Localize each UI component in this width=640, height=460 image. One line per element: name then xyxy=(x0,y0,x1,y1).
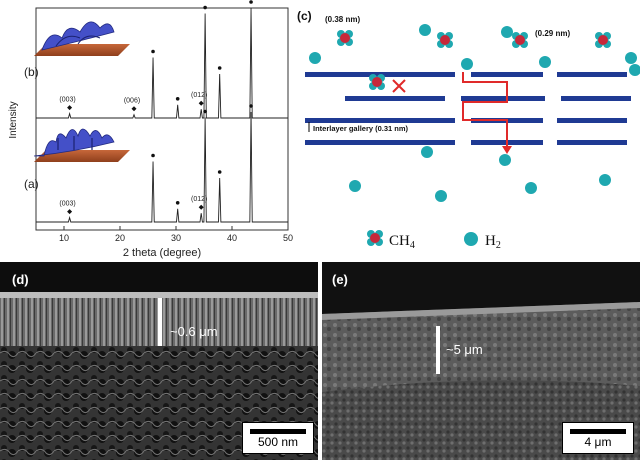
ldh-layer xyxy=(305,140,455,145)
peak-label: (003) xyxy=(59,201,75,208)
legend-ch4-label: CH4 xyxy=(389,233,415,251)
plot-frame xyxy=(35,7,289,231)
scale-bar-e: 4 μm xyxy=(562,422,634,454)
x-tick-label: 10 xyxy=(59,233,69,243)
substrate-peak-marker xyxy=(249,104,253,108)
thickness-label-d: ~0.6 μm xyxy=(170,324,218,339)
substrate-peak-marker xyxy=(151,49,155,54)
x-tick-label: 50 xyxy=(283,233,293,243)
thickness-label-e: ~5 μm xyxy=(446,342,483,357)
legend-h2-label: H2 xyxy=(485,233,501,251)
substrate-peak-marker xyxy=(203,109,207,114)
x-tick-label: 20 xyxy=(115,233,125,243)
ldh-layer xyxy=(557,140,627,145)
scale-bar-label-e: 4 μm xyxy=(584,435,612,449)
ch4-size-label: (0.38 nm) xyxy=(325,15,360,24)
ldh-layer xyxy=(471,72,543,77)
h2-molecule xyxy=(599,174,611,186)
peak-label: (012) xyxy=(191,92,207,99)
film-illustration-b xyxy=(34,21,130,56)
ldh-peak-marker xyxy=(131,106,137,112)
peak-label: (012) xyxy=(191,196,207,203)
h2-molecule xyxy=(501,26,513,38)
h2-molecule xyxy=(525,182,537,194)
h2-size-label: (0.29 nm) xyxy=(535,29,570,38)
panel-label-c: (c) xyxy=(297,9,312,23)
xrd-trace-b xyxy=(36,7,288,119)
x-tick-label: 40 xyxy=(227,233,237,243)
path-arrowhead xyxy=(502,146,512,154)
h2-molecule xyxy=(349,180,361,192)
xrd-plot: 10 20 30 40 50 (003) (006) (012) (003) (012) (b)… xyxy=(8,0,293,259)
ch4-molecule xyxy=(369,74,385,90)
blocked-x-icon xyxy=(392,79,406,93)
peak-label: (006) xyxy=(124,98,140,105)
scale-bar-line-d xyxy=(250,429,306,434)
x-tick-label: 30 xyxy=(171,233,181,243)
h2-molecule xyxy=(421,146,433,158)
diffusion-path xyxy=(462,72,508,150)
sem-image-d: (d) ~0.6 μm 500 nm xyxy=(0,262,318,460)
h2-molecule xyxy=(499,154,511,166)
film-illustration-a xyxy=(33,128,130,162)
ch4-molecule xyxy=(595,32,611,48)
thickness-bar-d xyxy=(158,298,162,346)
ldh-peak-marker xyxy=(67,209,73,215)
h2-molecule xyxy=(419,24,431,36)
scale-bar-d: 500 nm xyxy=(242,422,314,454)
scale-bar-label-d: 500 nm xyxy=(257,435,299,449)
ch4-molecule xyxy=(337,30,353,46)
ldh-layer xyxy=(561,96,631,101)
series-label-b: (b) xyxy=(24,65,39,79)
series-label-a: (a) xyxy=(24,177,39,191)
gallery-label: Interlayer gallery (0.31 nm) xyxy=(313,124,409,133)
substrate-peak-marker xyxy=(203,5,207,10)
substrate-peak-marker xyxy=(175,201,180,205)
schematic-diagram: (c) (0.38 nm) (0.29 nm) Interlayer galle… xyxy=(297,9,640,251)
panel-label-d: (d) xyxy=(12,272,29,287)
peak-label: (003) xyxy=(59,97,75,104)
ldh-peak-marker xyxy=(198,204,204,210)
ldh-layer xyxy=(557,118,627,123)
panel-label-e: (e) xyxy=(332,272,348,287)
xrd-trace-a xyxy=(36,111,288,223)
substrate-peak-marker xyxy=(175,97,180,101)
h2-molecule xyxy=(435,190,447,202)
ch4-legend-icon xyxy=(367,230,383,246)
ldh-layer xyxy=(461,96,545,101)
separation-schematic: (c) (0.38 nm) (0.29 nm) Interlayer galle… xyxy=(295,0,640,262)
h2-molecule xyxy=(461,58,473,70)
substrate-peak-marker xyxy=(217,170,222,174)
h2-molecule xyxy=(625,52,637,64)
legend: CH4 H2 xyxy=(367,230,501,251)
h2-molecule xyxy=(309,52,321,64)
ldh-layer xyxy=(305,118,455,123)
h2-molecule xyxy=(539,56,551,68)
sem-image-e: (e) ~5 μm 4 μm xyxy=(322,262,640,460)
h2-legend-icon xyxy=(464,232,478,246)
ldh-layer xyxy=(345,96,445,101)
scale-bar-line-e xyxy=(570,429,626,434)
ch4-molecule xyxy=(512,32,528,48)
y-axis-label: Intensity xyxy=(8,101,19,138)
substrate-peak-marker xyxy=(151,153,155,158)
ldh-layer xyxy=(557,72,627,77)
ldh-peak-marker xyxy=(67,105,73,111)
ldh-peak-marker xyxy=(198,100,204,106)
xrd-chart: 10 20 30 40 50 (003) (006) (012) (003) (012) (b)… xyxy=(0,0,300,262)
x-axis-label: 2 theta (degree) xyxy=(123,247,201,259)
h2-molecule xyxy=(629,64,640,76)
ch4-molecule xyxy=(437,32,453,48)
thickness-bar-e xyxy=(436,326,440,374)
substrate-peak-marker xyxy=(249,0,253,4)
substrate-peak-marker xyxy=(217,66,222,70)
